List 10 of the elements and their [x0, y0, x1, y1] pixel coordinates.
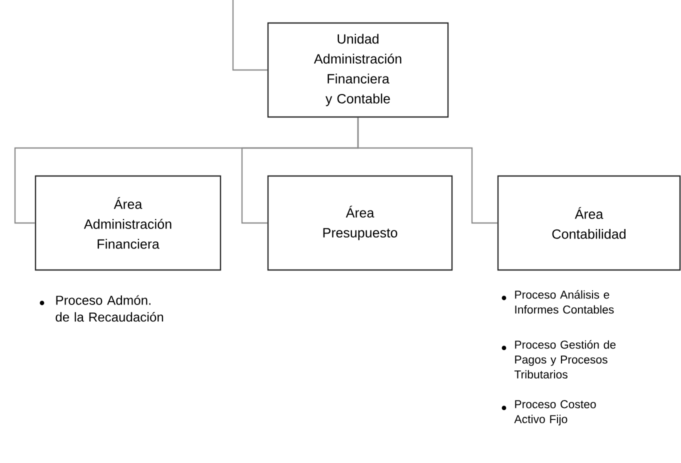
bullet-item: Proceso Gestión de Pagos y Procesos Tributarios	[502, 340, 616, 379]
org-box: Área Administración Financiera	[34, 175, 222, 271]
org-box: Área Presupuesto	[267, 175, 453, 271]
bullet-item: Proceso Admón. de la Recaudación	[40, 295, 164, 322]
bullet-item: Proceso Costeo Activo Fijo	[502, 400, 596, 426]
connector-line	[232, 0, 268, 71]
org-box: Unidad Administración Financiera y Contable	[267, 22, 449, 118]
bullet-item: Proceso Análisis e Informes Contables	[502, 290, 614, 314]
connector-line	[357, 118, 498, 224]
org-box: Área Contabilidad	[497, 175, 681, 271]
